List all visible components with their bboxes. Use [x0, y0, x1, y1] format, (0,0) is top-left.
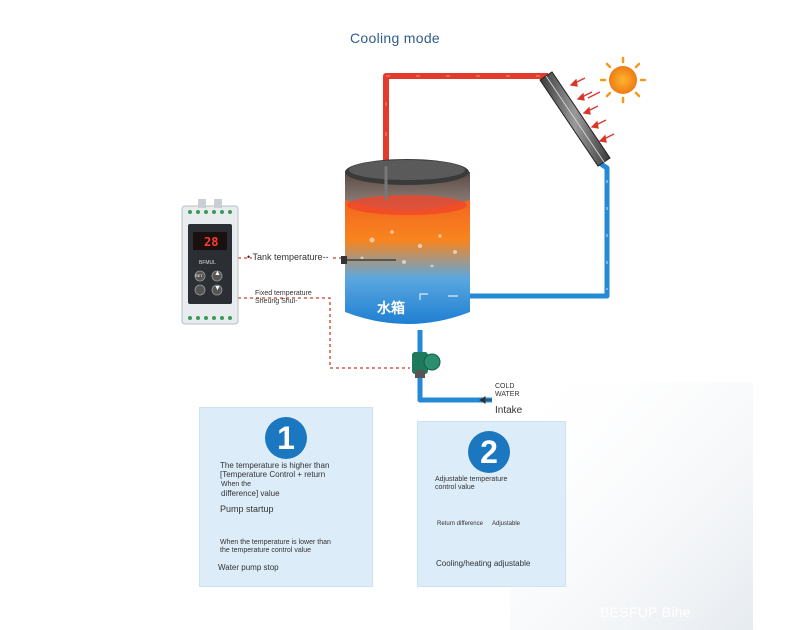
sheung-shui-label: Sheung Shui-	[255, 298, 298, 305]
fixed-temperature-label: Fixed temperature	[255, 290, 312, 297]
watermark-text: BESFUP Bihe	[600, 604, 691, 620]
card1-line1: The temperature is higher than	[220, 461, 330, 470]
solar-collector	[539, 71, 611, 167]
controller-display: 28	[204, 235, 219, 249]
cooling-heating-label: Cooling/heating adjustable	[436, 559, 531, 568]
tank-label: 水箱	[377, 300, 405, 316]
cold-water-label-line2: WATER	[495, 391, 520, 398]
down-arrow-icon: ▼	[214, 285, 221, 292]
cold-water-label-line1: COLD	[495, 383, 515, 390]
hot-pipe	[383, 73, 548, 166]
step-2-badge: 2	[468, 431, 510, 473]
circulation-pump	[412, 330, 441, 378]
signal-lines	[238, 257, 410, 369]
pump-startup-label: Pump startup	[220, 504, 274, 514]
card2-line1: Adjustable temperature	[435, 476, 508, 483]
sun-icon	[599, 56, 647, 104]
card1-lower-line1: When the temperature is lower than	[220, 539, 331, 546]
card-pump-control: 1 The temperature is higher than [Temper…	[199, 407, 373, 587]
pump-stop-label: Water pump stop	[218, 563, 279, 572]
controller-brand: BFMUL	[199, 260, 216, 266]
diagram-title: Cooling mode	[350, 30, 440, 46]
card1-lower-line2: the temperature control value	[220, 547, 312, 554]
tank-temperature-label: • Tank temperature--	[247, 252, 329, 262]
water-tank	[341, 159, 470, 324]
card1-line3: When the	[221, 481, 251, 488]
up-arrow-icon: ▲	[214, 270, 221, 277]
card2-line2: control value	[435, 484, 475, 491]
intake-label: Intake	[495, 405, 523, 416]
card1-line2: [Temperature Control + return	[220, 470, 326, 479]
cold-water-arrow	[479, 396, 492, 404]
card-adjustable-control: 2 Adjustable temperature control value R…	[417, 421, 566, 587]
step-1-badge: 1	[265, 417, 307, 459]
return-difference-label: Return difference	[437, 521, 483, 527]
controller-set-button: SET	[195, 273, 203, 278]
temperature-controller	[181, 199, 239, 325]
card1-line4: difference] value	[221, 489, 280, 498]
adjustable-label: Adjustable	[492, 521, 521, 527]
sun-ray-arrows	[569, 77, 615, 143]
